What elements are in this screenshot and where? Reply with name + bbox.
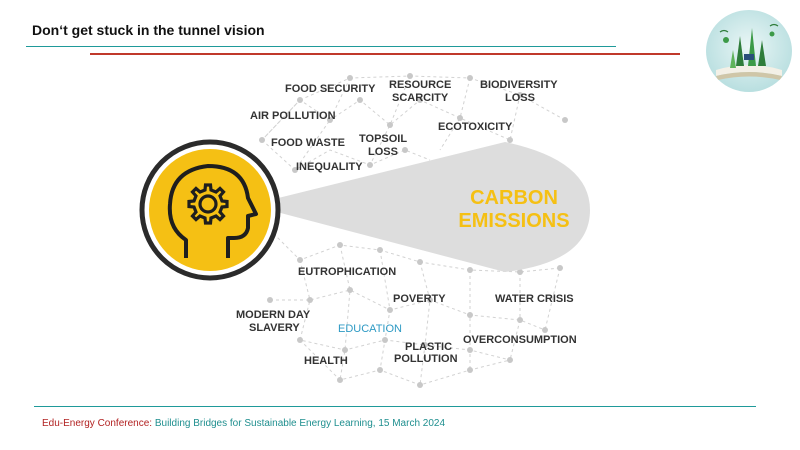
title-underline-red [90,53,680,55]
label-water-crisis: WATER CRISIS [495,293,574,305]
label-overconsumption: OVERCONSUMPTION [463,334,577,346]
book-nature-logo-icon [706,10,792,92]
label-topsoil-loss-1: TOPSOIL [359,133,407,145]
label-health: HEALTH [304,355,348,367]
network-lines [261,75,566,386]
network-nodes [259,73,568,388]
label-ecotoxicity: ECOTOXICITY [438,121,513,133]
label-eutrophication: EUTROPHICATION [298,266,396,278]
slide-title: Don‘t get stuck in the tunnel vision [32,22,265,38]
footer-divider [34,406,756,407]
carbon-label-line2: EMISSIONS [458,210,569,232]
label-resource-scarcity-2: SCARCITY [392,92,449,104]
tunnel-vision-cone [250,142,590,272]
footer: Edu-Energy Conference: Building Bridges … [42,418,445,429]
label-modern-day-slavery-1: MODERN DAY [236,309,311,321]
label-resource-scarcity-1: RESOURCE [389,79,451,91]
label-plastic-pollution-2: POLLUTION [394,353,458,365]
title-underline-teal [26,46,616,47]
label-food-waste: FOOD WASTE [271,137,345,149]
label-biodiversity-loss-2: LOSS [505,92,535,104]
label-air-pollution: AIR POLLUTION [250,110,336,122]
carbon-label-line1: CARBON [470,187,558,209]
label-inequality: INEQUALITY [296,161,363,173]
label-biodiversity-loss-1: BIODIVERSITY [480,79,558,91]
label-modern-day-slavery-2: SLAVERY [249,322,300,334]
head-with-gear-icon [139,139,281,281]
label-poverty: POVERTY [393,293,446,305]
footer-conference-details: Building Bridges for Sustainable Energy … [152,418,446,429]
label-topsoil-loss-2: LOSS [368,146,398,158]
label-plastic-pollution-1: PLASTIC [405,341,452,353]
footer-conference-name: Edu-Energy Conference: [42,418,153,429]
label-food-security: FOOD SECURITY [285,83,376,95]
label-education: EDUCATION [338,323,402,335]
